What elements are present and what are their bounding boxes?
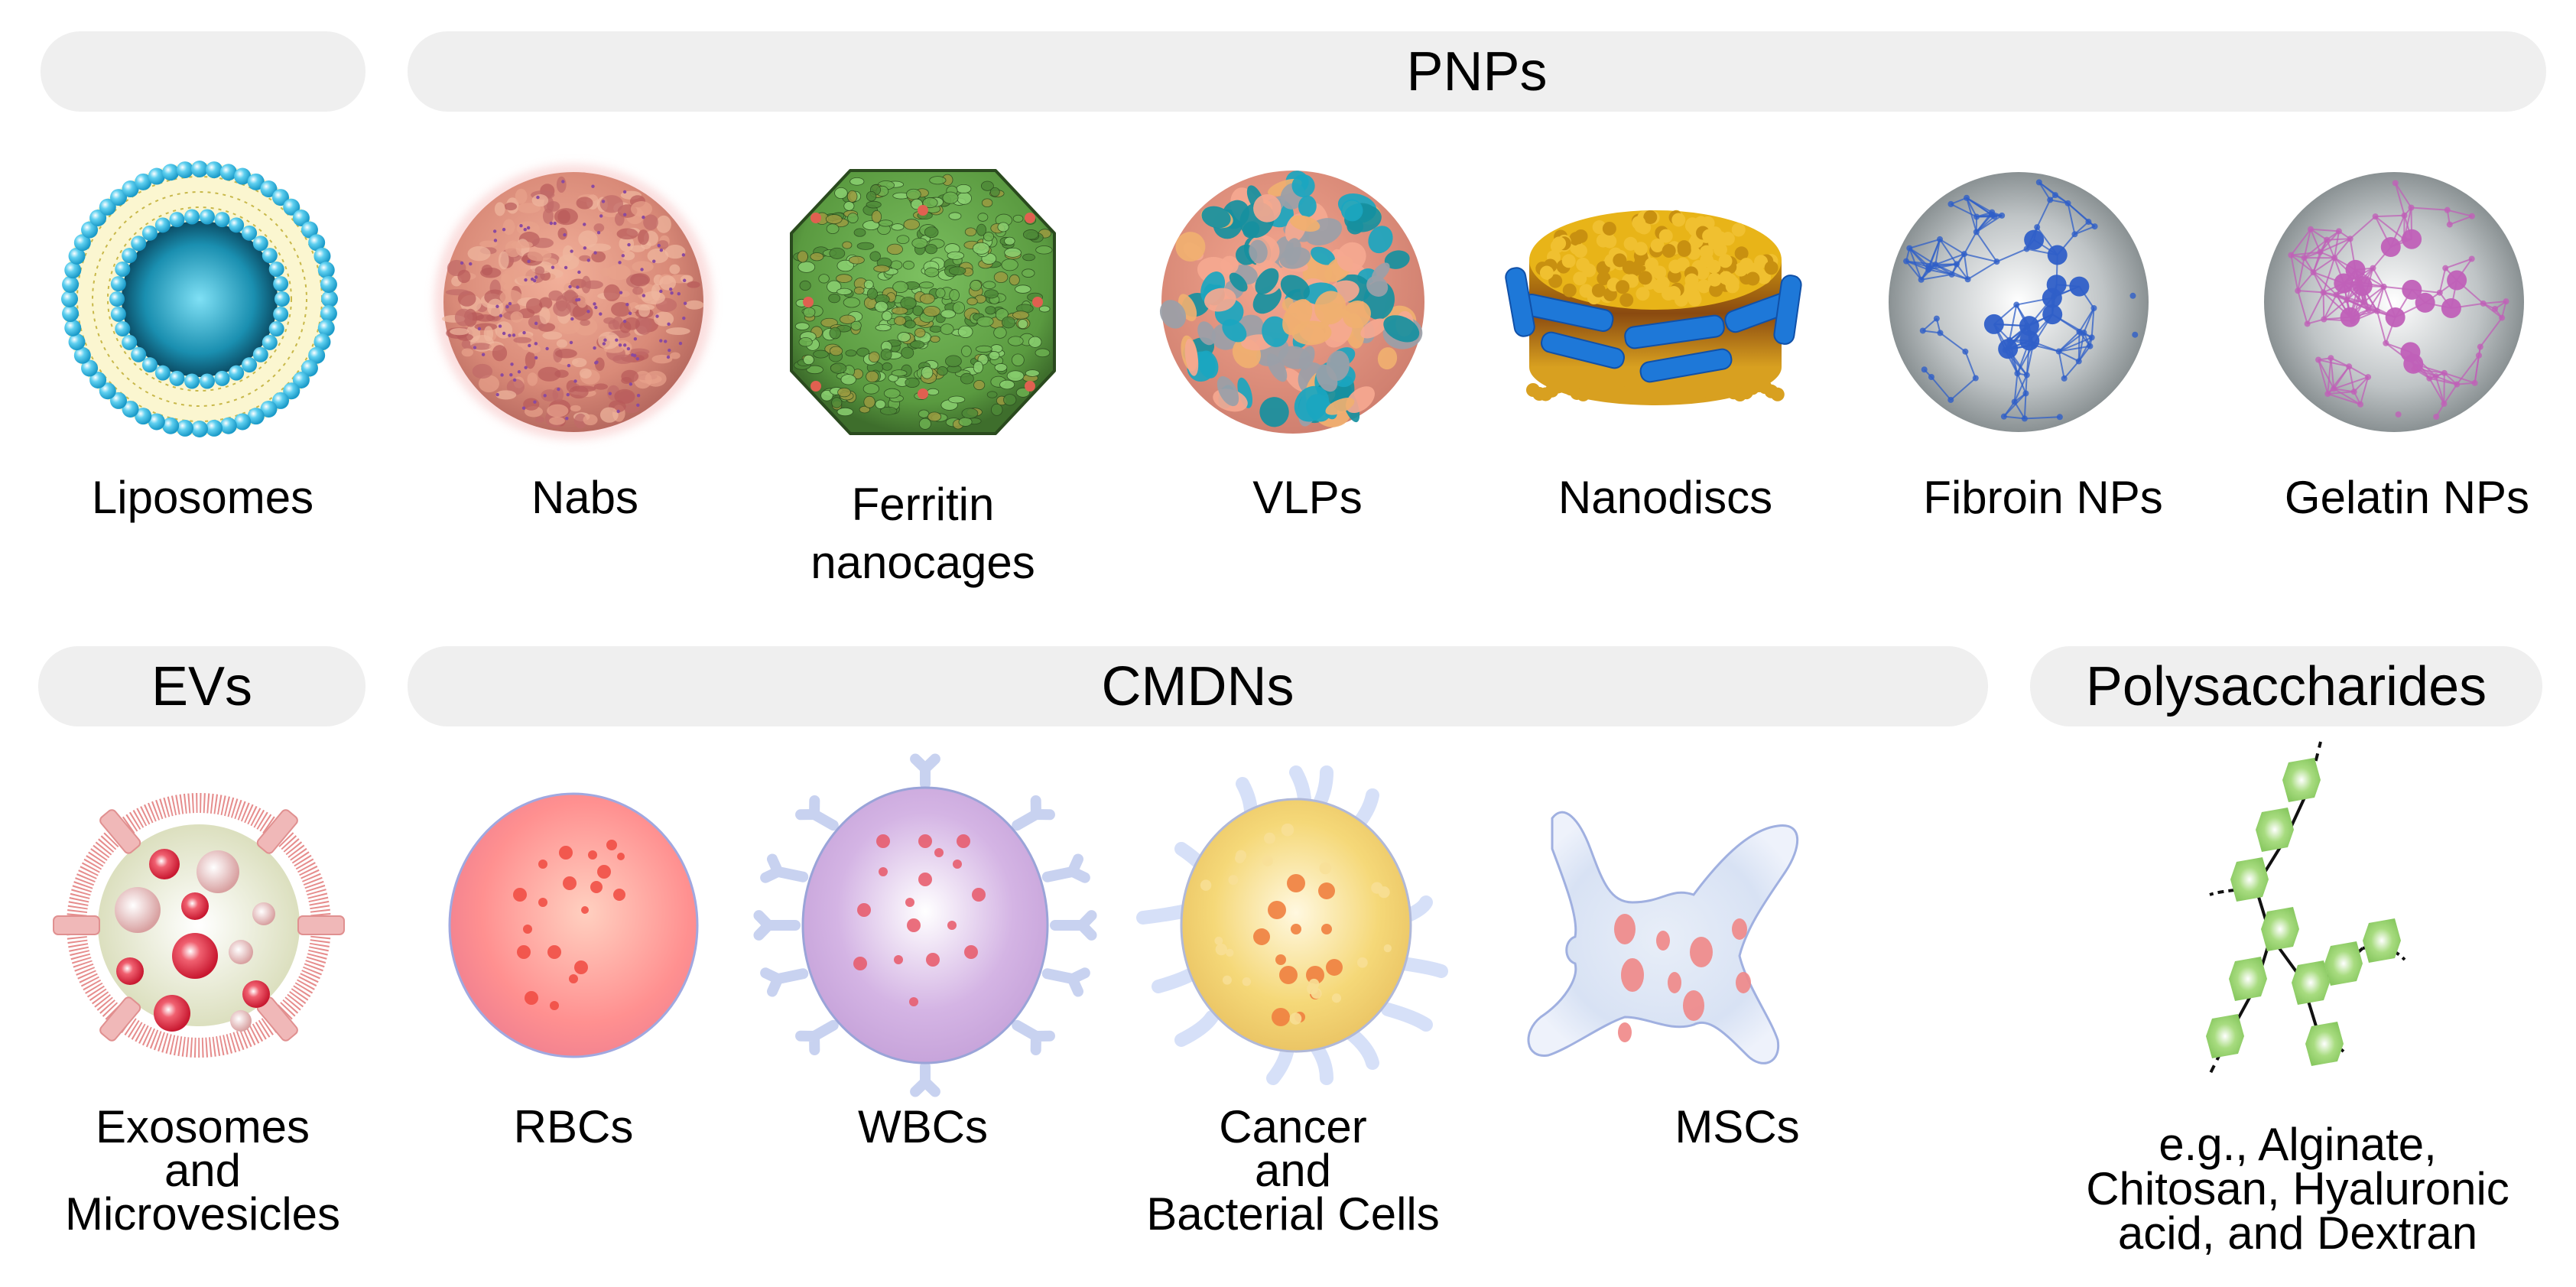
label-liposomes: Liposomes bbox=[91, 472, 314, 523]
label-wbcs: WBCs bbox=[858, 1101, 988, 1152]
gelatin-np-icon bbox=[2264, 172, 2524, 432]
white-blood-cell-icon bbox=[753, 753, 1097, 1097]
label-exosomes: Exosomes and Microvesicles bbox=[64, 1101, 341, 1240]
fibroin-np-icon bbox=[1889, 172, 2149, 432]
label-gelatin-nps: Gelatin NPs bbox=[2284, 472, 2530, 523]
label-cancer-bacterial-cells: Cancer and Bacterial Cells bbox=[1146, 1101, 1440, 1240]
nab-particle-icon bbox=[434, 164, 713, 440]
category-evs-title: EVs bbox=[151, 655, 253, 717]
category-pnps-pill: PNPs bbox=[408, 31, 2546, 112]
label-vlps: VLPs bbox=[1252, 472, 1363, 523]
mesenchymal-stem-cell-icon bbox=[1527, 811, 1799, 1064]
category-pnps-title: PNPs bbox=[1406, 41, 1548, 102]
category-evs-pill: EVs bbox=[38, 646, 365, 726]
label-polysaccharide-examples: e.g., Alginate, Chitosan, Hyaluronic aci… bbox=[2086, 1119, 2509, 1259]
cancer-cell-icon bbox=[1136, 765, 1448, 1085]
category-polysaccharides-pill: Polysaccharides bbox=[2030, 646, 2542, 726]
ferritin-nanocage-icon bbox=[790, 169, 1056, 435]
label-ferritin-nanocages: Ferritin nanocages bbox=[810, 479, 1035, 588]
label-rbcs: RBCs bbox=[513, 1101, 634, 1152]
red-blood-cell-icon bbox=[448, 792, 699, 1058]
label-mscs: MSCs bbox=[1675, 1101, 1800, 1152]
category-lipid-pill bbox=[41, 31, 365, 112]
label-nanodiscs: Nanodiscs bbox=[1558, 472, 1773, 523]
category-cmdns-pill: CMDNs bbox=[408, 646, 1988, 726]
nanodisc-icon bbox=[1505, 210, 1802, 405]
label-nabs: Nabs bbox=[531, 472, 639, 523]
label-fibroin-nps: Fibroin NPs bbox=[1923, 472, 2163, 523]
polysaccharide-chain-icon bbox=[2206, 741, 2406, 1075]
exosome-icon bbox=[53, 789, 345, 1061]
category-polysaccharides-title: Polysaccharides bbox=[2085, 655, 2487, 717]
category-cmdns-title: CMDNs bbox=[1101, 655, 1294, 717]
liposome-icon bbox=[61, 161, 338, 437]
vlp-icon bbox=[1159, 171, 1424, 434]
